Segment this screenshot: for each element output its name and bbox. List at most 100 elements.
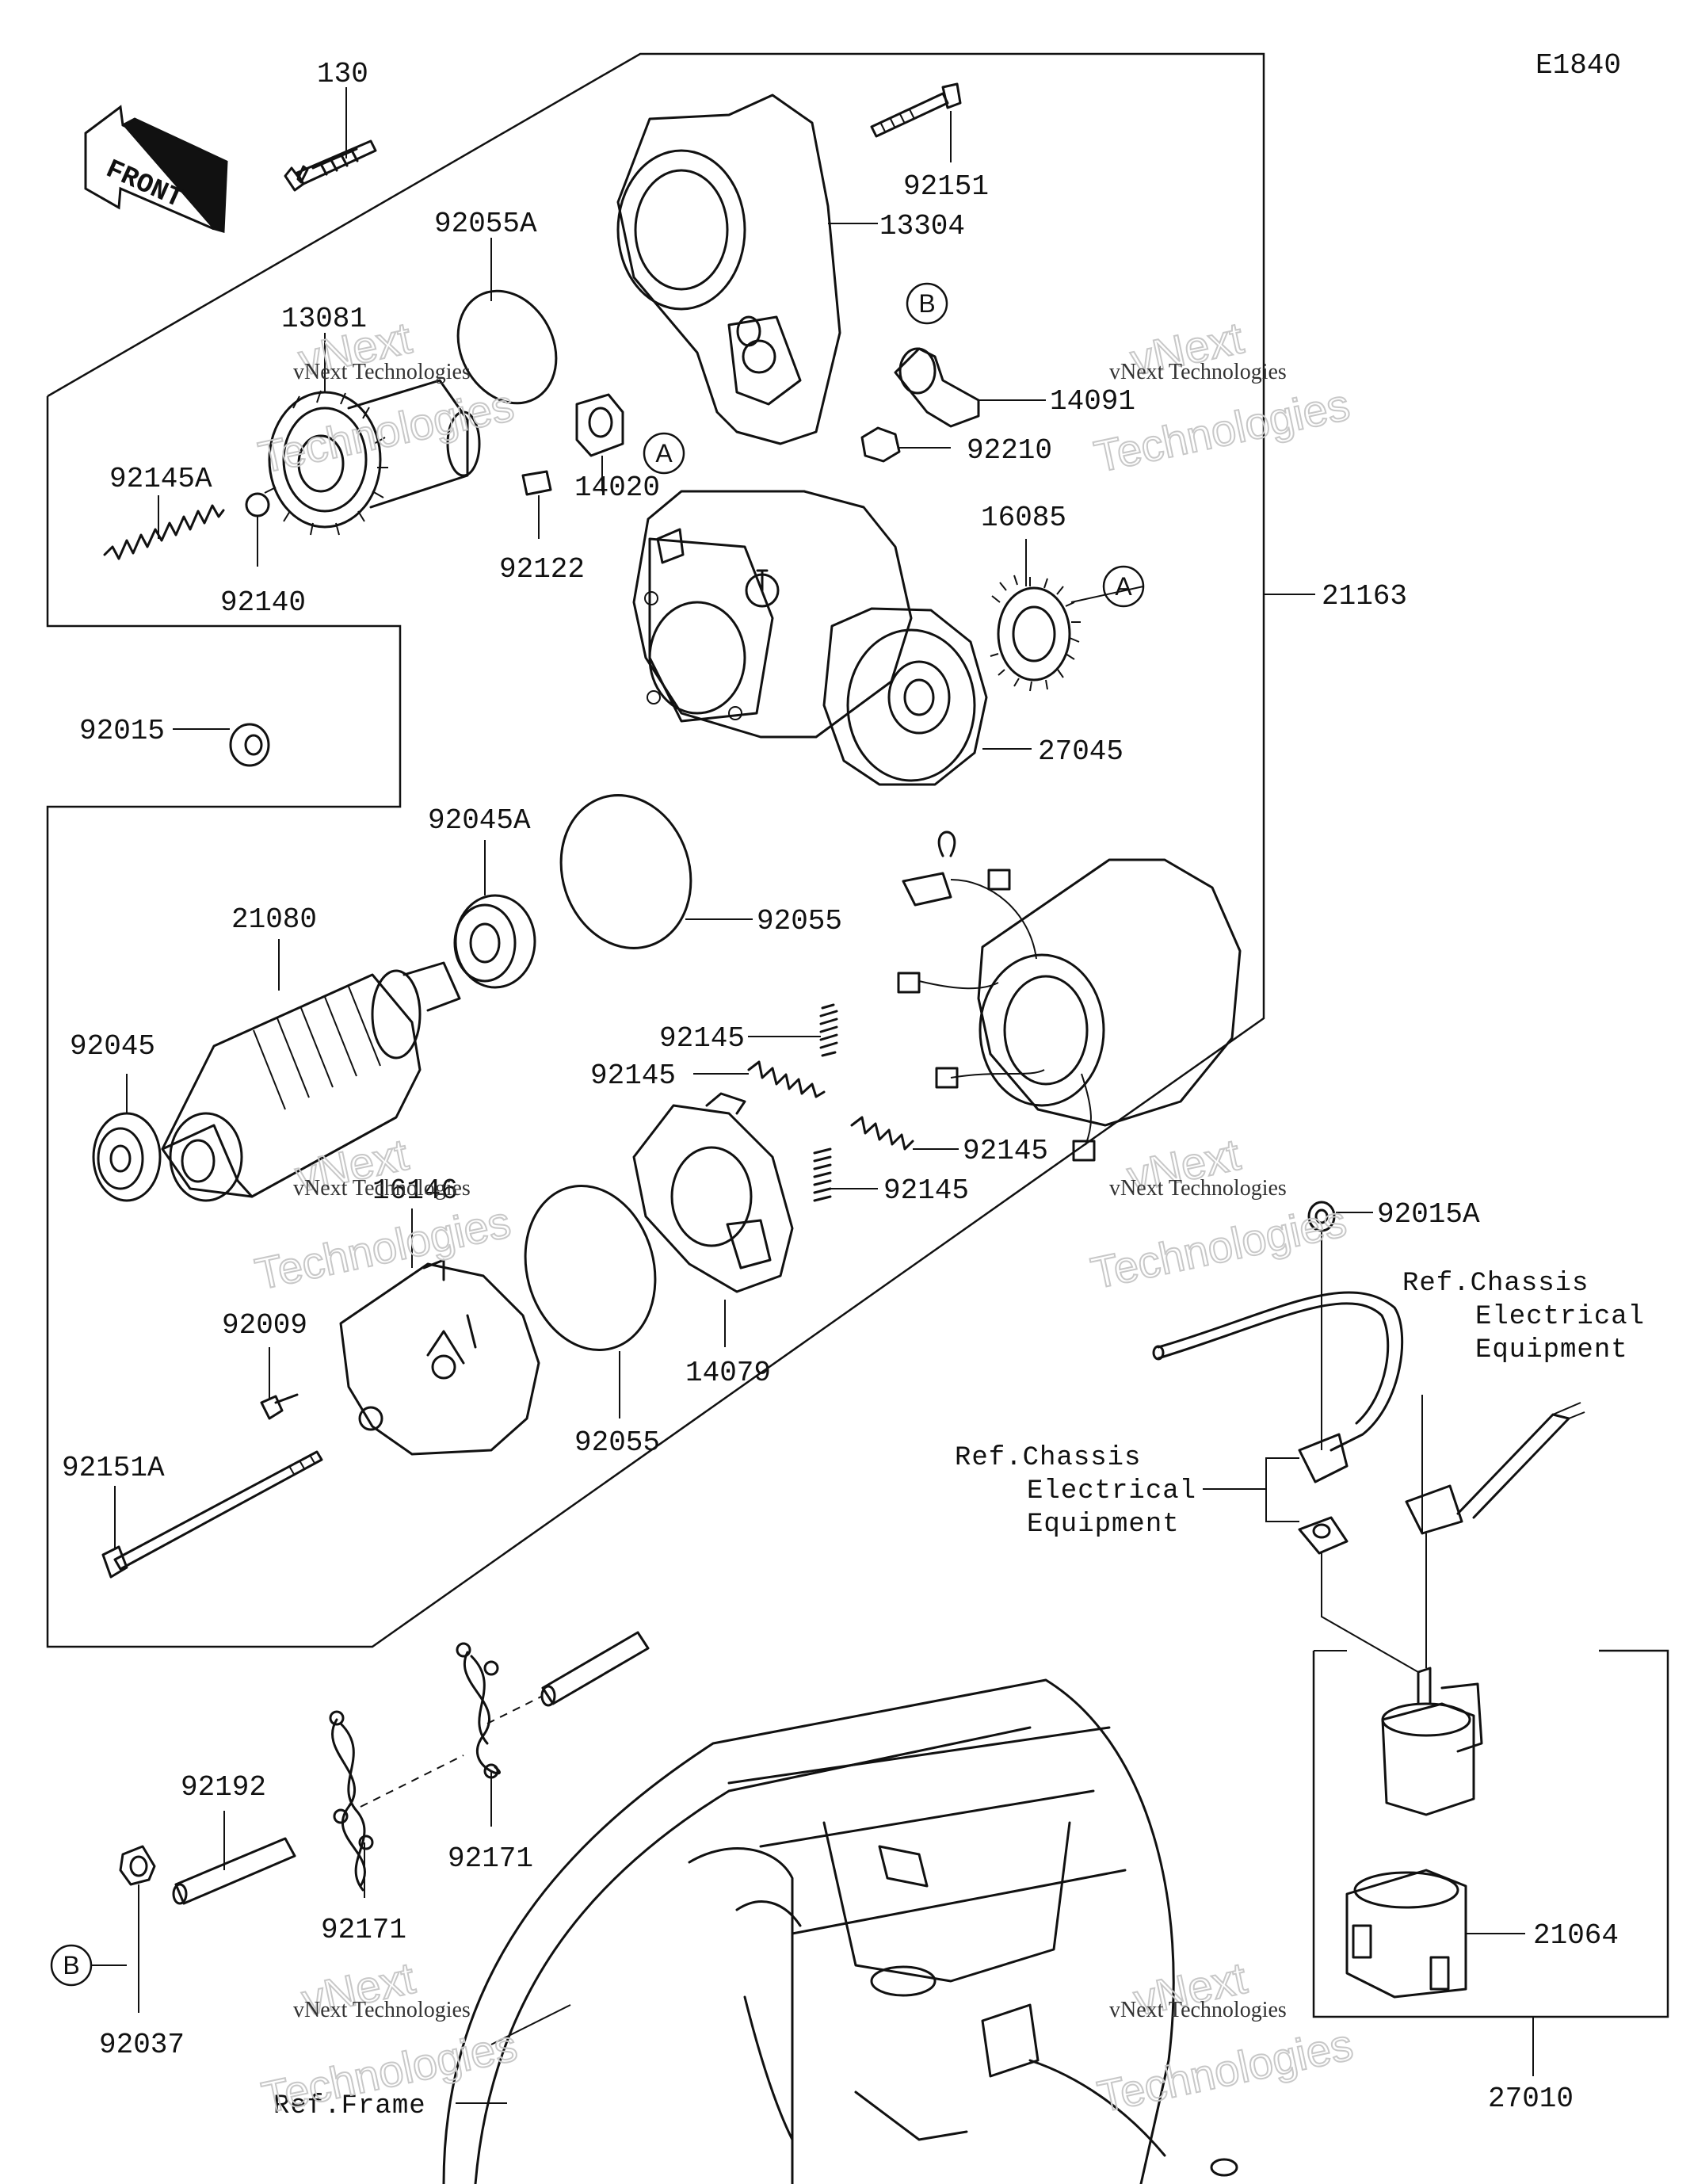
- label-16146: 16146: [372, 1174, 458, 1207]
- pin-92122: [521, 470, 552, 496]
- callout-a-upper: [643, 432, 685, 475]
- label-21064: 21064: [1533, 1919, 1619, 1952]
- bearing-92045a: [453, 894, 536, 989]
- label-92145-a: 92145: [659, 1022, 745, 1055]
- armature-21080: [161, 961, 461, 1202]
- label-92145-d: 92145: [883, 1174, 969, 1207]
- callout-a-right-label: A: [1115, 572, 1132, 601]
- field-coil-assembly: [897, 830, 1242, 1162]
- svg-text:Technologies: Technologies: [1093, 2019, 1357, 2122]
- watermark-text-lower-left: vNext Technologies: [293, 1998, 471, 2022]
- svg-text:Technologies: Technologies: [251, 1197, 515, 1300]
- o-ring-92055-upper: [559, 794, 692, 949]
- relay-frame-27010: [1312, 1649, 1669, 2018]
- label-14020: 14020: [574, 472, 660, 504]
- label-92045: 92045: [70, 1030, 155, 1063]
- starter-housing-13304: [616, 94, 841, 445]
- label-92145-c: 92145: [963, 1135, 1048, 1167]
- label-21163: 21163: [1322, 580, 1407, 613]
- label-92055-lower: 92055: [574, 1426, 660, 1459]
- label-92145a: 92145A: [109, 463, 212, 495]
- watermark-lower-left: vNext Technologies: [257, 1952, 522, 2124]
- brush-plate-14079: [632, 1092, 794, 1293]
- watermark-lower-right: vNext Technologies: [1093, 1952, 1358, 2123]
- ref-chassis-right-1: Ref.Chassis: [1402, 1269, 1589, 1299]
- o-ring-92055a: [456, 289, 558, 405]
- part-labels: 130 92151 13304 92055A 13081 14091 92210…: [62, 58, 1619, 2115]
- callout-a-upper-label: A: [655, 439, 673, 468]
- o-ring-92055-lower: [524, 1184, 657, 1352]
- watermark-text-upper-left: vNext Technologies: [293, 360, 471, 384]
- label-92171-b: 92171: [448, 1842, 533, 1875]
- label-27010: 27010: [1488, 2083, 1574, 2115]
- label-13081: 13081: [281, 303, 367, 335]
- spring-92145-c: [850, 1116, 914, 1151]
- label-92015a: 92015A: [1377, 1198, 1480, 1231]
- label-92122: 92122: [499, 553, 585, 586]
- label-92037: 92037: [99, 2029, 185, 2061]
- front-arrow-icon: FRONT: [84, 105, 228, 233]
- ref-chassis-right-3: Equipment: [1475, 1335, 1628, 1365]
- label-92151a: 92151A: [62, 1452, 165, 1484]
- label-27045: 27045: [1038, 735, 1123, 768]
- svg-text:Technologies: Technologies: [1087, 1196, 1351, 1299]
- watermark-text-middle-left: vNext Technologies: [293, 1176, 471, 1201]
- pin-upper: [540, 1631, 650, 1707]
- label-130: 130: [317, 58, 368, 90]
- watermark-text-lower-right: vNext Technologies: [1109, 1998, 1287, 2022]
- battery-cable: [1152, 1291, 1585, 1555]
- vehicle-frame: [442, 1678, 1238, 2184]
- bracket-27045: [822, 607, 988, 786]
- reference-notes: Ref.Chassis Electrical Equipment Ref.Cha…: [273, 1269, 1645, 2121]
- end-cover-16146: [339, 1258, 540, 1456]
- label-92210: 92210: [967, 434, 1052, 467]
- clip-92171-a: [331, 1718, 366, 1892]
- clip-92171-b: [463, 1651, 502, 1775]
- leader-lines: [91, 87, 1534, 2104]
- label-92171-a: 92171: [321, 1914, 406, 1946]
- label-92140: 92140: [220, 586, 306, 619]
- ball-92140: [245, 492, 270, 517]
- label-21080: 21080: [231, 903, 317, 936]
- callout-b-upper: [906, 282, 948, 325]
- spring-92145a: [103, 504, 225, 560]
- callout-b-lower-label: B: [63, 1951, 79, 1980]
- watermark-text-middle-right: vNext Technologies: [1109, 1176, 1287, 1201]
- label-92055a: 92055A: [434, 208, 537, 240]
- label-92192: 92192: [181, 1771, 266, 1804]
- label-92055-upper: 92055: [757, 905, 842, 937]
- label-92145-b: 92145: [590, 1060, 676, 1092]
- label-92151: 92151: [903, 170, 989, 203]
- assembly-frame-21163: [46, 52, 1265, 1648]
- spring-92145-a: [819, 1003, 838, 1057]
- diagram-code: E1840: [1535, 49, 1621, 82]
- watermark-text-upper-right: vNext Technologies: [1109, 360, 1287, 384]
- callout-b-upper-label: B: [918, 289, 935, 318]
- label-16085: 16085: [981, 502, 1066, 534]
- bearing-92045: [92, 1112, 162, 1202]
- label-13304: 13304: [879, 210, 965, 242]
- screw-92009: [260, 1393, 299, 1420]
- watermark-upper-left: vNext Technologies: [254, 311, 519, 483]
- clutch-gear-13081: [264, 379, 481, 536]
- ref-frame: Ref.Frame: [273, 2091, 426, 2121]
- label-92009: 92009: [222, 1309, 307, 1342]
- pin-92192: [172, 1837, 296, 1905]
- ref-chassis-left-3: Equipment: [1027, 1510, 1180, 1540]
- bolt-130: [284, 139, 377, 192]
- label-14079: 14079: [685, 1357, 771, 1389]
- watermark-middle-right: vNext Technologies: [1086, 1128, 1352, 1300]
- clamp-92037: [119, 1845, 156, 1886]
- ref-chassis-right-2: Electrical: [1475, 1302, 1645, 1332]
- spring-92145-b: [747, 1060, 826, 1098]
- label-92015: 92015: [79, 715, 165, 747]
- retainer-14020: [575, 393, 624, 457]
- ref-chassis-left-1: Ref.Chassis: [955, 1443, 1141, 1473]
- washer-92015a: [1307, 1201, 1336, 1232]
- starter-relay-21064: [1345, 1667, 1483, 1999]
- spring-92145-d: [813, 1147, 832, 1202]
- gear-16085: [990, 575, 1081, 692]
- washer-92015: [229, 723, 270, 767]
- label-92045a: 92045A: [428, 804, 531, 837]
